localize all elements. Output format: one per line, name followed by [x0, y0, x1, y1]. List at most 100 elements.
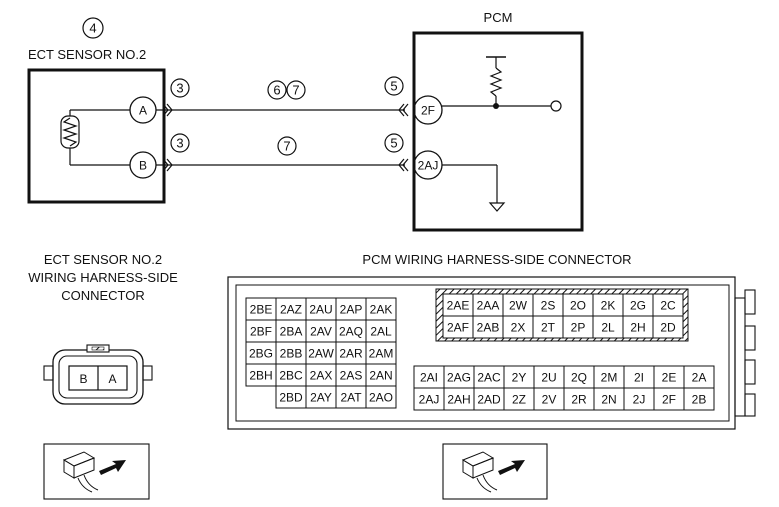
pin-label: 2AB — [477, 321, 500, 335]
pin-label: 2AD — [477, 393, 501, 407]
ground-icon — [488, 202, 506, 212]
callout-sensor-top: 3 — [176, 81, 183, 96]
callout-circle-pcm-top — [384, 76, 404, 96]
resistor-symbol — [489, 67, 503, 97]
pin-label: 2P — [571, 321, 586, 335]
pin-label: 2K — [601, 299, 616, 313]
pin-label: 2BA — [280, 325, 303, 339]
pin-label: 2AO — [369, 391, 393, 405]
pin-label: 2AU — [309, 303, 332, 317]
pcm-pin-2aj-label: 2AJ — [418, 159, 439, 173]
chevron-sensor-bottom-2 — [166, 158, 173, 172]
pin-label: 2AR — [339, 347, 363, 361]
callout-mid-bottom: 7 — [283, 139, 290, 154]
pin-label: 2AY — [310, 391, 332, 405]
pin-label: 2AJ — [419, 393, 440, 407]
pin-label: 2Z — [512, 393, 526, 407]
pcm-ground-circuit — [442, 164, 506, 212]
pin-label: 2AI — [420, 371, 438, 385]
pin-label: 2AV — [310, 325, 332, 339]
chevron-sensor-top-2 — [166, 103, 173, 117]
pin-label: 2A — [692, 371, 707, 385]
pin-label: 2F — [662, 393, 676, 407]
pin-label: 2M — [601, 371, 618, 385]
pin-label: 2N — [601, 393, 616, 407]
sensor-pin-a-label: A — [139, 104, 147, 118]
callout-sensor-bottom: 3 — [176, 136, 183, 151]
connector-view-icon-left — [43, 443, 150, 500]
arrow-icon — [498, 460, 525, 475]
pin-label: 2AG — [447, 371, 471, 385]
wires: 3 3 6 7 7 5 5 — [156, 76, 409, 172]
callout-circle-mid-bottom — [277, 136, 297, 156]
chevron-pcm-bottom — [398, 158, 405, 172]
pin-label: 2AM — [369, 347, 394, 361]
callout-circle-mid-top-1 — [267, 80, 287, 100]
chevron-sensor-bottom — [162, 158, 169, 172]
pin-label: 2R — [571, 393, 587, 407]
pcm-title: PCM — [484, 10, 513, 25]
pin-label: 2B — [692, 393, 707, 407]
callout-circle-pcm-bottom — [384, 133, 404, 153]
pin-label: 2AK — [370, 303, 393, 317]
pin-label: 2D — [660, 321, 676, 335]
pin-label: 2X — [511, 321, 526, 335]
pin-label: 2C — [660, 299, 676, 313]
pin-label: 2BH — [249, 369, 272, 383]
pin-label: 2AX — [310, 369, 333, 383]
pcm-connector-side-latches — [734, 289, 756, 417]
pin-label: 2G — [630, 299, 646, 313]
chevron-pcm-top — [398, 103, 405, 117]
pcm-pin-2f-circle — [413, 95, 443, 125]
pcm-pullup-circuit — [442, 56, 562, 112]
pin-label: 2W — [509, 299, 528, 313]
pin-label: 2S — [541, 299, 556, 313]
sensor-connector-section: ECT SENSOR NO.2 WIRING HARNESS-SIDE CONN… — [28, 252, 178, 500]
callout-pcm-bottom: 5 — [390, 136, 397, 151]
pin-label: 2AS — [340, 369, 363, 383]
pin-label: 2AQ — [339, 325, 363, 339]
callout-circle-sensor-top — [170, 78, 190, 98]
pin-label: 2AH — [447, 393, 470, 407]
pin-label: 2BB — [280, 347, 303, 361]
pin-label: 2BC — [279, 369, 303, 383]
pin-label: 2O — [570, 299, 586, 313]
callout-mid-top-1: 6 — [273, 83, 280, 98]
callout-mid-top-2: 7 — [292, 83, 299, 98]
pcm-connector-title: PCM WIRING HARNESS-SIDE CONNECTOR — [362, 252, 631, 267]
callout-circle-mid-top-2 — [286, 80, 306, 100]
sensor-connector-title-1: ECT SENSOR NO.2 — [44, 252, 162, 267]
thermistor-symbol — [60, 109, 130, 166]
sensor-connector-title-2: WIRING HARNESS-SIDE — [28, 270, 178, 285]
sensor-connector-pin-a: A — [108, 372, 116, 386]
pin-label: 2AL — [370, 325, 392, 339]
chevron-sensor-top — [162, 103, 169, 117]
pin-label: 2J — [633, 393, 646, 407]
ect-sensor: 4 ECT SENSOR NO.2 A B — [27, 17, 166, 204]
pin-label: 2AN — [369, 369, 392, 383]
pin-label: 2T — [541, 321, 556, 335]
pin-label: 2U — [541, 371, 556, 385]
pin-label: 2AC — [477, 371, 501, 385]
pin-label: 2Y — [512, 371, 527, 385]
pcm-box — [412, 31, 584, 232]
pin-label: 2AZ — [280, 303, 302, 317]
pin-label: 2AA — [477, 299, 500, 313]
sensor-title: ECT SENSOR NO.2 — [28, 47, 146, 62]
pin-label: 2BF — [250, 325, 272, 339]
pin-label: 2AP — [340, 303, 363, 317]
pin-label: 2AT — [340, 391, 362, 405]
pin-label: 2E — [662, 371, 677, 385]
pcm-pin-2f-label: 2F — [421, 104, 435, 118]
pin-cell — [683, 387, 715, 411]
pin-cell — [652, 315, 684, 339]
chevron-pcm-bottom-2 — [402, 158, 409, 172]
sensor-callout-circle — [82, 17, 104, 39]
pin-label: 2I — [634, 371, 644, 385]
chevron-pcm-top-2 — [402, 103, 409, 117]
